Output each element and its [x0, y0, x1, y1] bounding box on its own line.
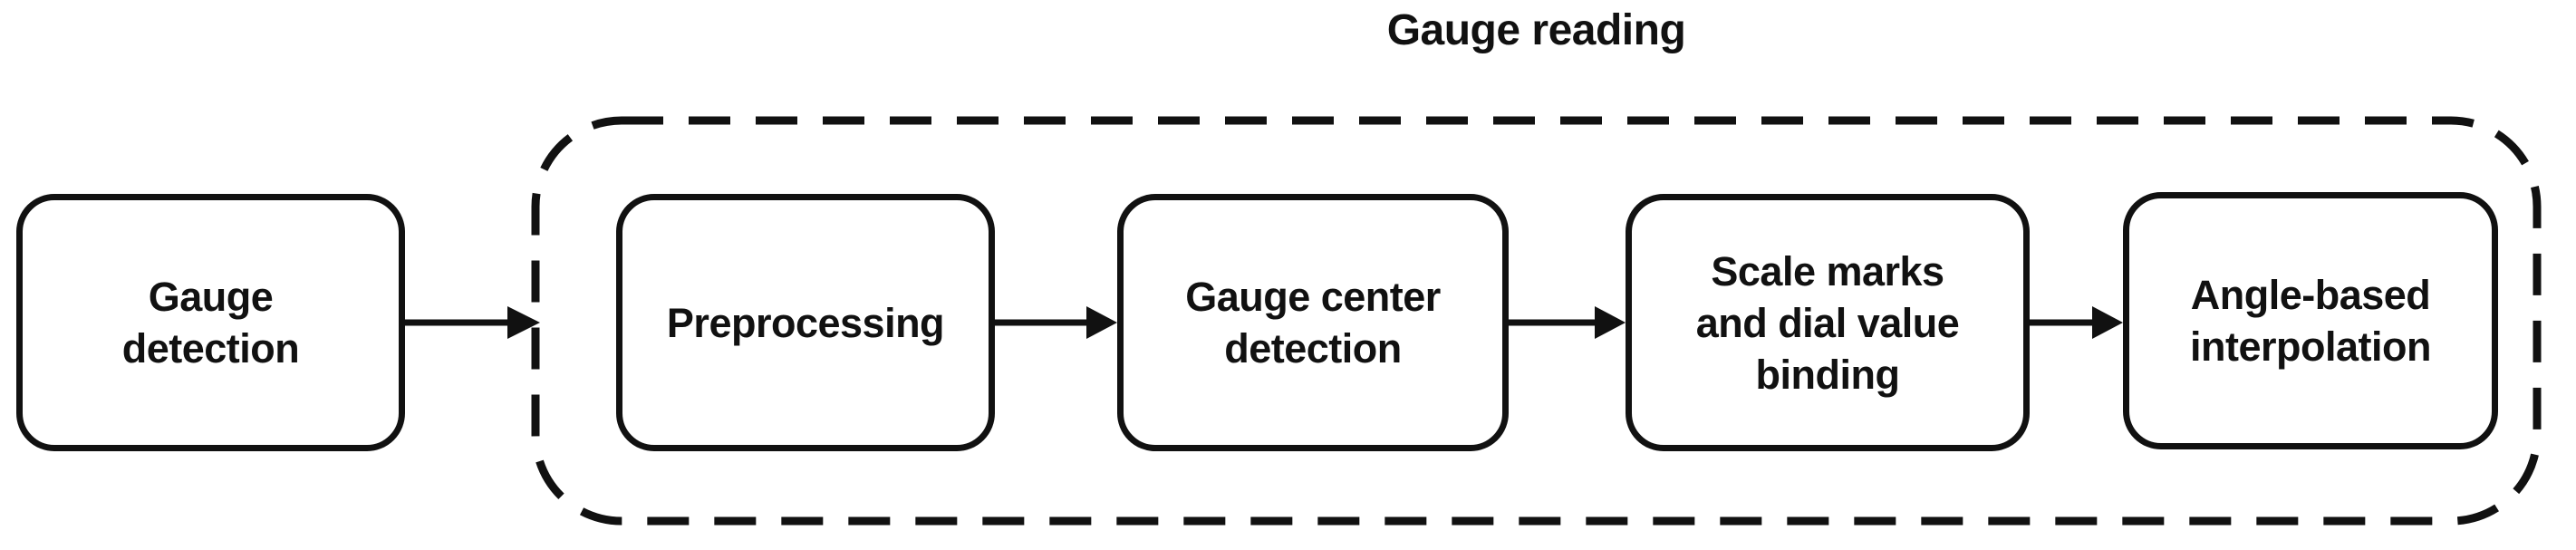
diagram-title: Gauge reading: [1386, 6, 1686, 54]
node-label: Preprocessing: [666, 299, 945, 346]
flow-arrow-1: [405, 306, 540, 339]
flow-arrow-3: [1509, 306, 1626, 339]
node-label: Scale marks and dial value binding: [1695, 247, 1960, 398]
node-scale-marks-dial-value-binding: Scale marks and dial value binding: [1626, 194, 2030, 451]
node-label: Gauge detection: [121, 274, 300, 371]
node-preprocessing: Preprocessing: [616, 194, 995, 451]
node-label: Gauge center detection: [1185, 274, 1441, 371]
gauge-reading-group-outline: [531, 116, 2542, 526]
flow-arrow-4: [2030, 306, 2123, 339]
node-angle-based-interpolation: Angle-based interpolation: [2123, 192, 2498, 449]
node-gauge-center-detection: Gauge center detection: [1117, 194, 1509, 451]
node-gauge-detection: Gauge detection: [16, 194, 405, 451]
flow-arrow-2: [995, 306, 1117, 339]
node-label: Angle-based interpolation: [2190, 272, 2431, 370]
